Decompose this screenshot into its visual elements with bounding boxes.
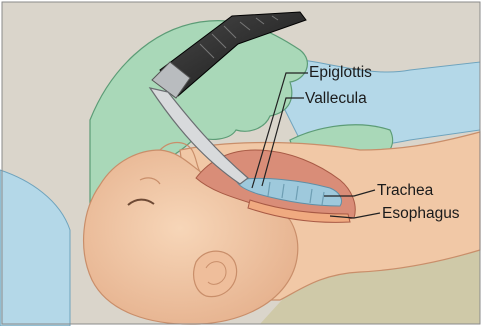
- label-esophagus: Esophagus: [382, 206, 460, 222]
- label-vallecula: Vallecula: [305, 91, 367, 107]
- label-trachea: Trachea: [377, 183, 433, 199]
- label-epiglottis: Epiglottis: [309, 65, 372, 81]
